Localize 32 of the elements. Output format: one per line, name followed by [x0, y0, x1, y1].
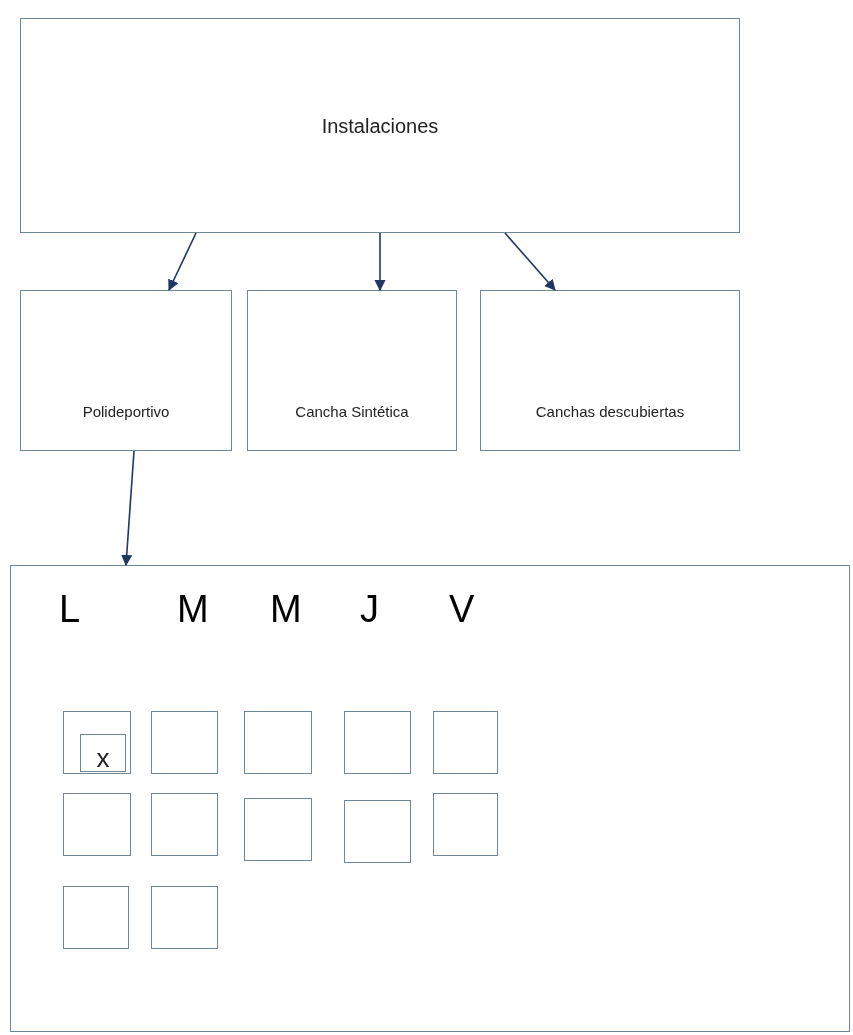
node-label: Instalaciones [321, 113, 439, 139]
node-box [80, 734, 126, 772]
node-label: Canchas descubiertas [535, 402, 685, 423]
empty-box [151, 886, 218, 949]
empty-box [63, 886, 129, 949]
empty-box [433, 711, 498, 774]
empty-box [63, 793, 131, 856]
empty-box [151, 793, 218, 856]
empty-box [244, 711, 312, 774]
day-letter: M [270, 590, 302, 628]
node-label: Polideportivo [82, 402, 170, 423]
day-letter: V [449, 590, 475, 628]
mark-text: x [96, 745, 110, 771]
empty-box [63, 711, 131, 774]
arrow [168, 232, 197, 291]
node-box [480, 290, 740, 451]
arrow [374, 232, 386, 292]
empty-box [244, 798, 312, 861]
empty-box [433, 793, 498, 856]
day-letter: M [177, 590, 209, 628]
arrow [121, 450, 135, 567]
empty-box [151, 711, 218, 774]
empty-box [344, 800, 411, 863]
node-box [247, 290, 457, 451]
schedule-panel [10, 565, 850, 1032]
node-label: Cancha Sintética [295, 402, 409, 423]
node-box [20, 18, 740, 233]
day-letter: J [360, 590, 379, 628]
node-box [20, 290, 232, 451]
arrow [504, 232, 556, 291]
day-letter: L [59, 590, 81, 628]
empty-box [344, 711, 411, 774]
